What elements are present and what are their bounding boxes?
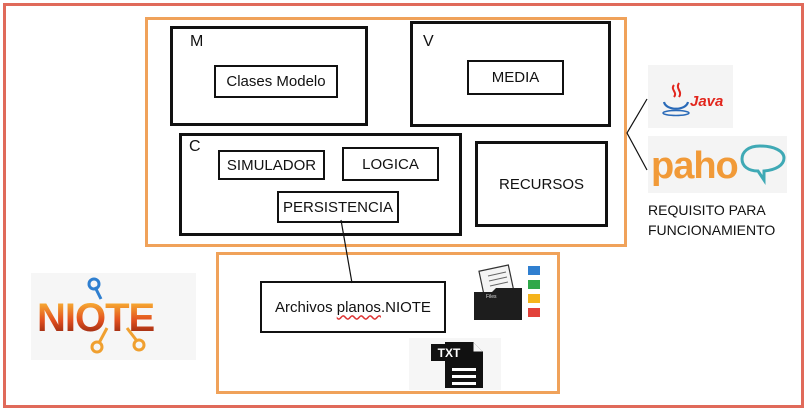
requirements-caption: REQUISITO PARA FUNCIONAMIENTO (648, 200, 798, 240)
niote-logo: NIOTE (31, 273, 196, 360)
recursos-label: RECURSOS (498, 175, 584, 193)
archivos-planos-box: Archivos planos.NIOTE (260, 281, 446, 333)
media-box: MEDIA (467, 60, 564, 95)
view-box: V MEDIA (410, 21, 611, 127)
java-logo: Java (648, 65, 733, 128)
archivos-suffix: .NIOTE (380, 298, 431, 316)
view-letter: V (423, 33, 434, 50)
paho-logo-text: paho (651, 145, 738, 187)
paho-logo: paho (648, 136, 787, 193)
simulador-box: SIMULADOR (218, 150, 325, 180)
clases-modelo-box: Clases Modelo (214, 65, 338, 98)
controller-box: C SIMULADOR LOGICA PERSISTENCIA (179, 133, 462, 236)
model-letter: M (190, 33, 204, 50)
simulador-label: SIMULADOR (226, 156, 317, 174)
logica-box: LOGICA (342, 147, 439, 181)
archivos-label: Archivos planos.NIOTE (275, 299, 431, 316)
mvc-group (145, 17, 627, 247)
txt-file-icon: TXT (409, 338, 501, 390)
persistencia-to-archivos-line (340, 219, 353, 284)
persistencia-label: PERSISTENCIA (282, 198, 394, 216)
media-label: MEDIA (491, 69, 540, 86)
requirements-caption-line1: REQUISITO PARA (648, 202, 766, 218)
logica-label: LOGICA (362, 155, 419, 173)
archivos-prefix: Archivos (275, 298, 337, 316)
archivos-planos-word: planos (336, 298, 381, 316)
txt-label: TXT (438, 346, 461, 360)
recursos-box: RECURSOS (475, 141, 608, 227)
requirements-bracket (626, 98, 648, 171)
model-box: M Clases Modelo (170, 26, 368, 126)
folder-files-icon: Files (466, 262, 548, 324)
folder-label: Files (486, 294, 497, 300)
java-logo-text: Java (690, 93, 723, 110)
storage-group (216, 252, 560, 394)
requirements-caption-line2: FUNCIONAMIENTO (648, 222, 776, 238)
persistencia-box: PERSISTENCIA (277, 191, 399, 223)
outer-frame (3, 3, 804, 408)
clases-modelo-label: Clases Modelo (226, 73, 326, 90)
niote-logo-text: NIOTE (37, 296, 155, 340)
controller-letter: C (189, 138, 201, 155)
